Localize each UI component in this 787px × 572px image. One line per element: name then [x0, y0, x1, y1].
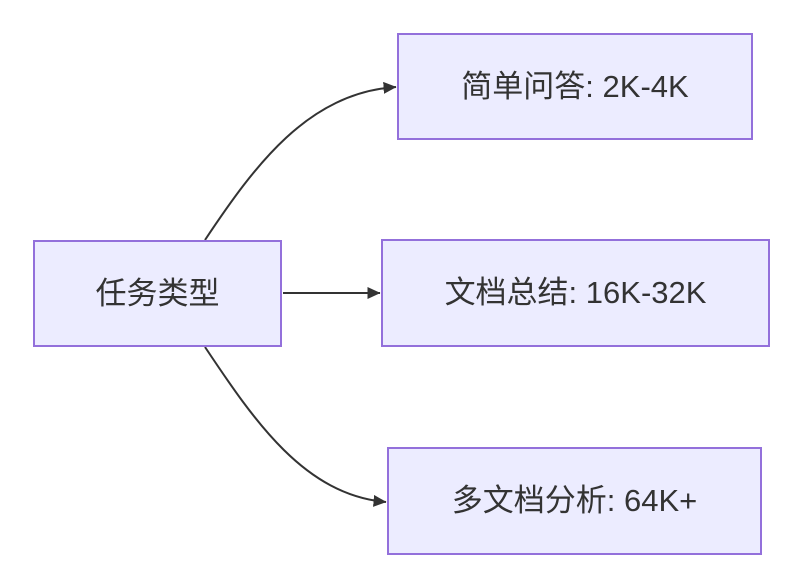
node-multi-doc: 多文档分析: 64K+: [387, 447, 762, 555]
edge-task-type-to-simple-qa: [204, 81, 397, 241]
node-simple-qa-label: 简单问答: 2K-4K: [461, 68, 689, 104]
node-task-type: 任务类型: [33, 240, 282, 347]
node-simple-qa: 简单问答: 2K-4K: [397, 33, 753, 140]
node-doc-summary-label: 文档总结: 16K-32K: [444, 275, 707, 311]
node-doc-summary: 文档总结: 16K-32K: [381, 239, 770, 347]
edge-task-type-to-multi-doc: [204, 346, 387, 507]
node-multi-doc-label: 多文档分析: 64K+: [451, 483, 698, 519]
node-task-type-label: 任务类型: [95, 275, 220, 311]
